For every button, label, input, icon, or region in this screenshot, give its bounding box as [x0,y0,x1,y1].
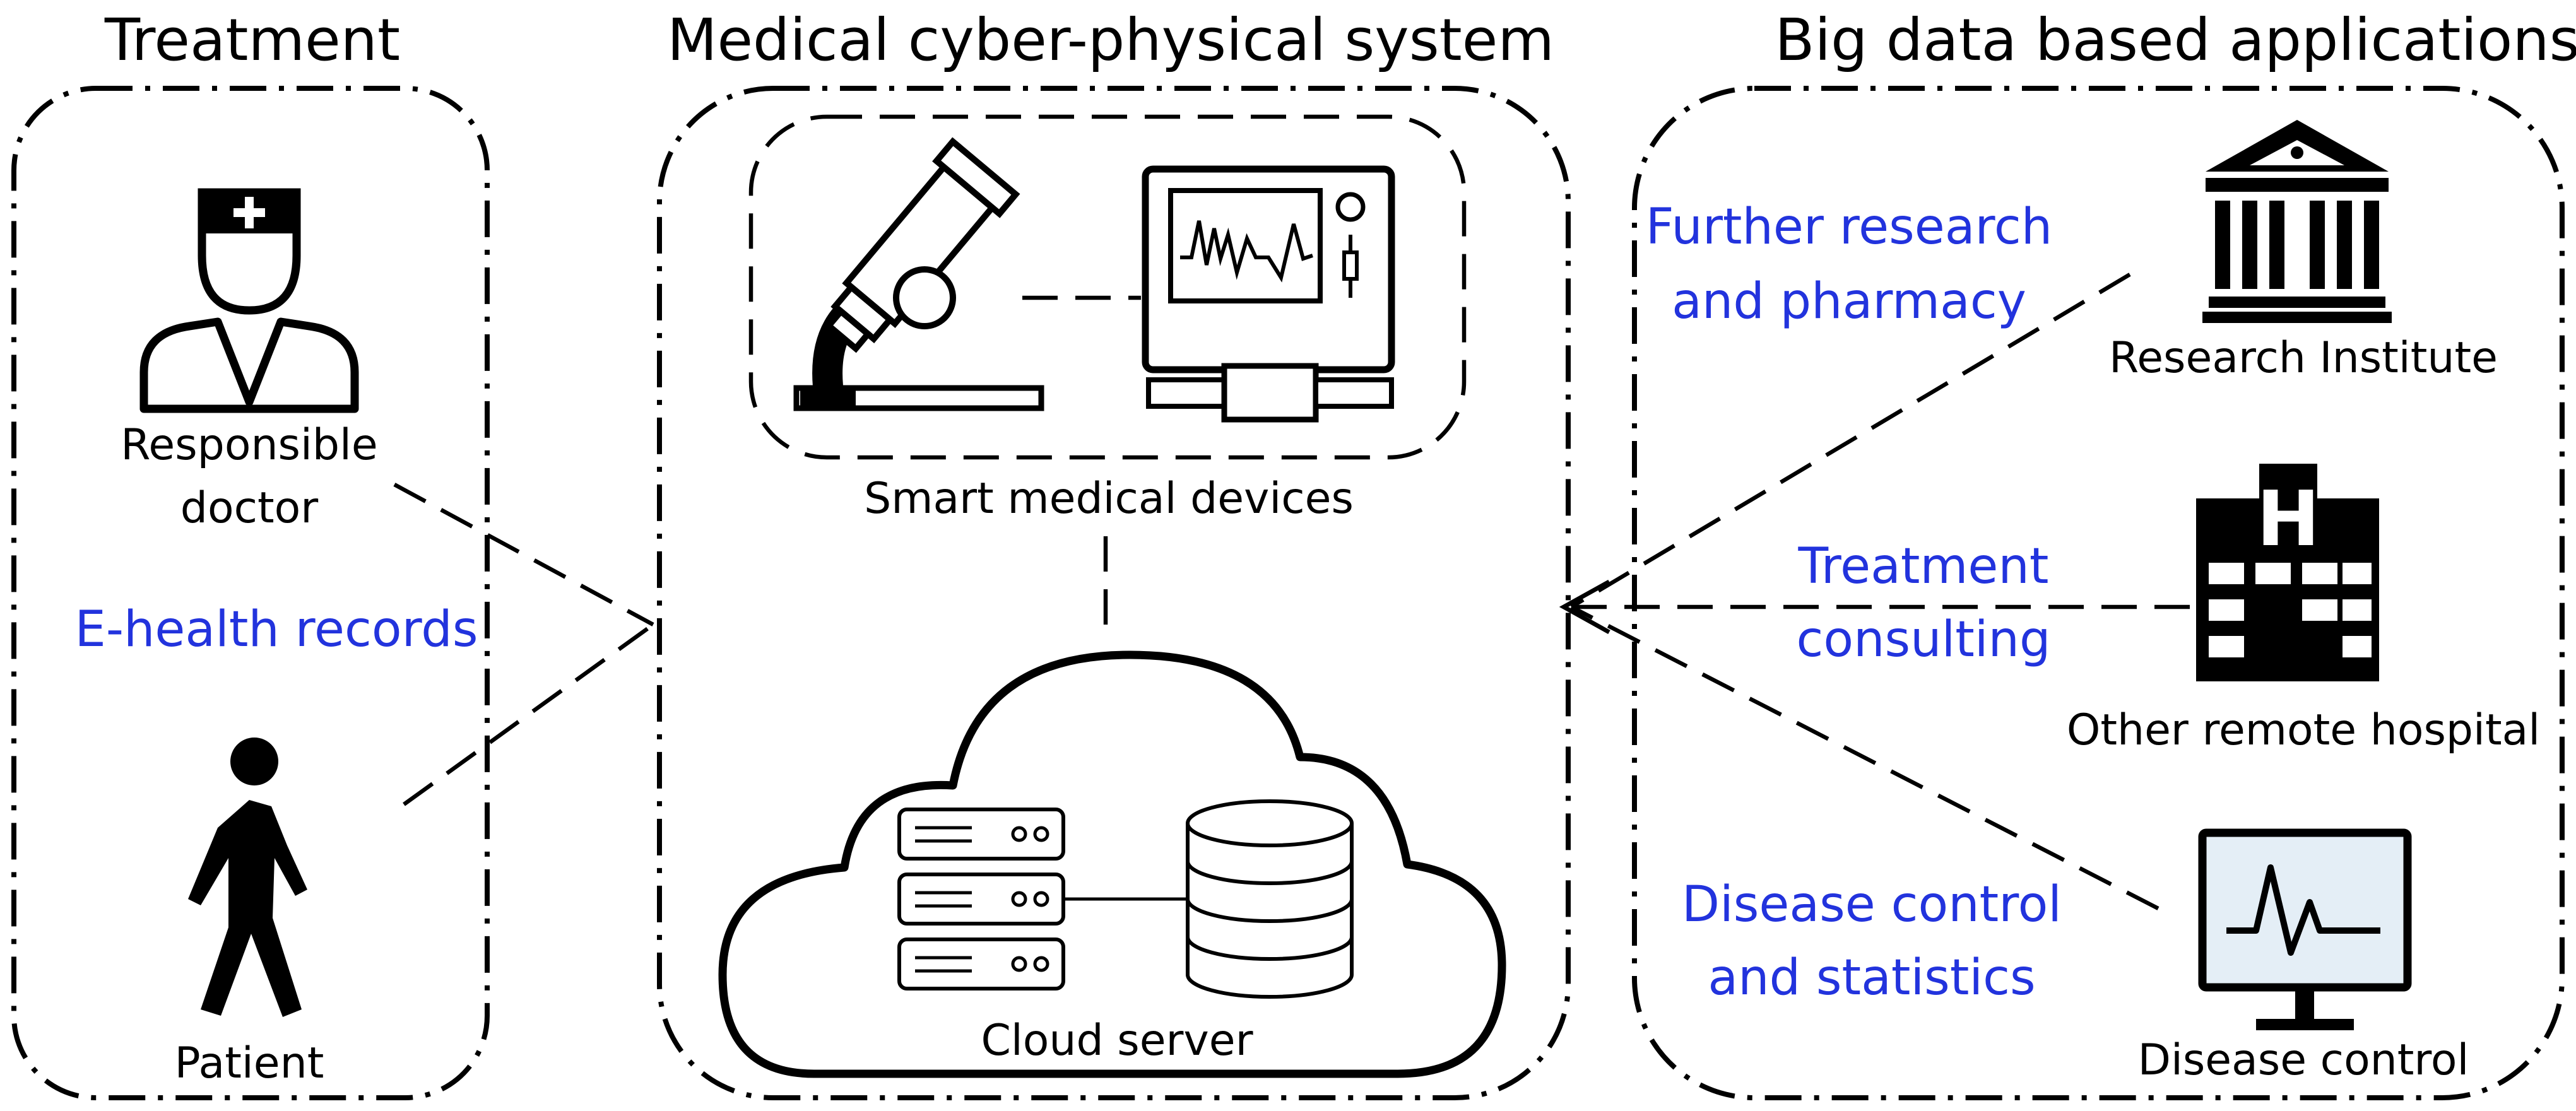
remote-hospital-label: Other remote hospital [2067,705,2540,755]
disease-control-label: Disease control [2138,1035,2469,1085]
e-health-records-label: E-health records [75,601,478,658]
patient-label: Patient [175,1038,324,1088]
cloud-icon [718,650,1506,1078]
doctor-link-line [393,483,654,626]
walking-person-icon [188,738,307,1017]
ecg-monitor-icon [2198,828,2412,1030]
cloud-server-label: Cloud server [981,1016,1253,1066]
mcps-header: Medical cyber-physical system [667,6,1554,74]
server-rack-icon [897,808,1065,990]
microscope-icon [793,137,1044,411]
further-research-label-line1: Further research [1646,199,2052,256]
research-institute-label: Research Institute [2109,333,2498,383]
big-data-header: Big data based applications [1775,6,2576,74]
institute-building-icon [2202,120,2392,323]
smart-devices-label: Smart medical devices [864,474,1354,524]
research-link-line [1570,273,2131,609]
smart-devices-panel [748,114,1467,460]
treatment-header: Treatment [104,6,400,74]
arrow-head-icon [1559,579,1610,635]
hospital-icon: H [2196,464,2379,681]
treatment-consulting-label-line2: consulting [1797,611,2051,668]
disease-statistics-label-line1: Disease control [1682,876,2062,933]
treatment-consulting-label-line1: Treatment [1798,538,2049,595]
disease-link-line [1570,605,2159,910]
doctor-icon [139,188,359,413]
medical-monitor-icon [1142,165,1395,423]
connection-lines [393,273,2190,910]
treatment-panel [11,86,490,1100]
database-icon [1186,799,1354,999]
doctor-label-line1: Responsible [121,420,378,470]
further-research-label-line2: and pharmacy [1672,273,2026,330]
big-data-panel [1632,86,2565,1100]
mcps-panel [657,86,1571,1100]
svg-text:H: H [2257,476,2320,563]
doctor-label-line2: doctor [180,483,318,533]
disease-statistics-label-line2: and statistics [1708,949,2035,1006]
